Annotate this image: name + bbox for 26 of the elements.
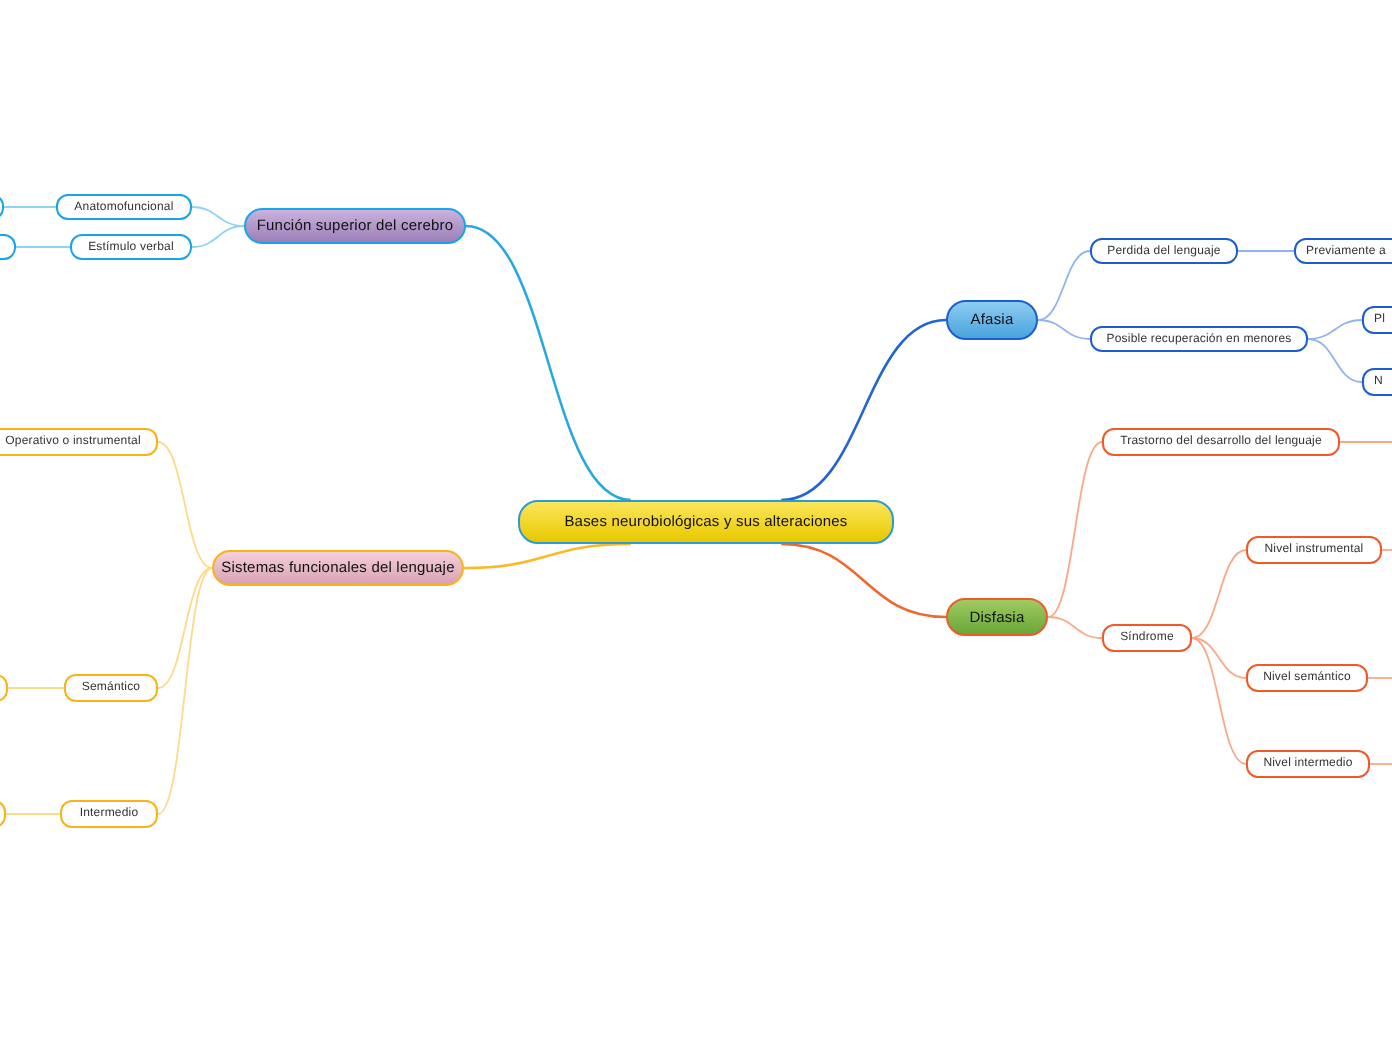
connector-line — [1307, 338, 1363, 383]
connector-line — [1367, 677, 1392, 679]
connector-line — [15, 246, 71, 248]
connector-line — [1037, 250, 1091, 321]
connector-line — [781, 542, 947, 619]
connector-line — [1369, 763, 1392, 765]
connector-line — [191, 225, 245, 248]
connector-line — [1191, 637, 1247, 679]
connector-line — [7, 687, 65, 689]
connector-line — [780, 318, 947, 502]
connector-line — [157, 567, 213, 689]
connector-line — [157, 567, 213, 815]
connector-line — [1339, 441, 1392, 443]
connector-line — [3, 206, 57, 208]
connector-line — [463, 542, 631, 570]
connector-line — [1307, 319, 1363, 340]
connector-line — [1037, 319, 1091, 340]
connector-line — [1191, 637, 1247, 765]
connector-line — [1237, 250, 1295, 252]
connector-line — [1047, 441, 1103, 618]
connector-line — [1381, 549, 1392, 551]
connector-line — [5, 813, 61, 815]
connector-line — [1047, 616, 1103, 639]
connector-line — [157, 441, 213, 569]
connector-line — [1191, 549, 1247, 639]
connector-line — [465, 224, 632, 502]
